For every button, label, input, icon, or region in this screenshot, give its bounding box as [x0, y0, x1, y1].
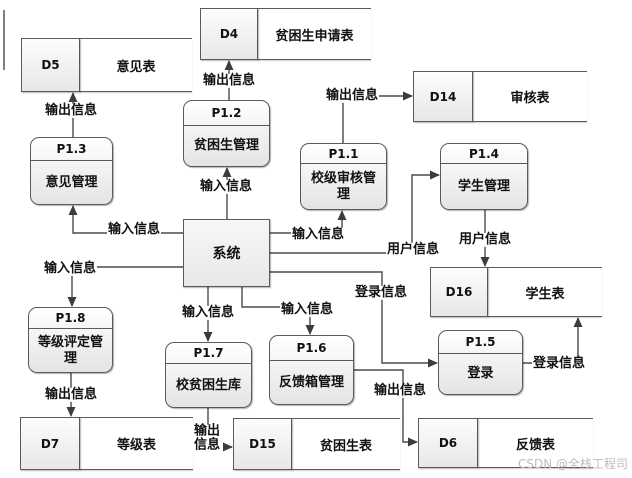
- data-store-id: D15: [233, 418, 292, 470]
- data-store-d4: D4 贫困生申请表: [200, 8, 371, 60]
- data-store-d5: D5 意见表: [21, 38, 192, 92]
- data-store-name: 贫困生申请表: [258, 8, 371, 60]
- flow-label-output-d15: 输出信息: [191, 424, 223, 454]
- process-name: 贫困生管理: [193, 138, 259, 154]
- process-name: 登录: [467, 366, 494, 382]
- data-store-d15: D15 贫困生表: [233, 418, 400, 470]
- process-p1-1: P1.1 校级审核管理: [300, 143, 387, 210]
- process-id: P1.2: [184, 101, 269, 126]
- process-id: P1.1: [301, 144, 386, 164]
- data-store-id: D16: [430, 267, 488, 317]
- process-p1-8: P1.8 等级评定管理: [28, 307, 113, 373]
- flow-label-input-p1-7: 输入信息: [180, 304, 236, 321]
- flow-label-input-p1-6: 输入信息: [279, 301, 335, 318]
- connector-p1-6-to-d6: [354, 369, 418, 447]
- process-p1-6: P1.6 反馈箱管理: [269, 335, 354, 405]
- process-name: 校级审核管理: [310, 171, 376, 202]
- process-p1-4: P1.4 学生管理: [440, 143, 528, 210]
- flow-label-output-d7: 输出信息: [43, 386, 99, 403]
- data-store-id: D5: [21, 38, 80, 92]
- flow-label-login-d16: 登录信息: [531, 355, 587, 372]
- process-name: 等级评定管理: [37, 335, 103, 366]
- process-id: P1.7: [166, 343, 251, 364]
- flow-label-output-d6: 输出信息: [372, 382, 428, 399]
- process-name: 学生管理: [457, 178, 510, 194]
- connector-system-to-p1-5: [270, 271, 438, 368]
- data-store-d14: D14 审核表: [413, 71, 587, 122]
- data-store-d6: D6 反馈表: [418, 418, 593, 468]
- data-store-d16: D16 学生表: [430, 267, 602, 317]
- connector-system-to-p1-6: [241, 287, 315, 335]
- flow-label-output-d5: 输出信息: [43, 102, 99, 119]
- flow-label-login-p1-5: 登录信息: [353, 284, 409, 301]
- data-store-id: D7: [20, 417, 80, 470]
- process-p1-2: P1.2 贫困生管理: [183, 100, 270, 167]
- data-store-id: D6: [418, 418, 478, 468]
- process-id: P1.5: [439, 331, 522, 354]
- process-p1-3: P1.3 意见管理: [30, 137, 113, 205]
- flow-label-user-p1-4: 用户信息: [385, 241, 441, 258]
- flow-label-input-p1-2: 输入信息: [198, 178, 254, 195]
- connector-system-to-p1-4: [270, 170, 440, 254]
- data-store-d7: D7 等级表: [20, 417, 193, 470]
- data-store-name: 贫困生表: [292, 418, 400, 470]
- data-store-name: 审核表: [473, 71, 587, 122]
- process-id: P1.8: [29, 308, 112, 329]
- process-name: 校贫困生库: [175, 377, 241, 393]
- process-p1-7: P1.7 校贫困生库: [165, 342, 252, 408]
- data-store-name: 等级表: [80, 417, 193, 470]
- flow-label-input-p1-1: 输入信息: [290, 226, 346, 243]
- flow-label-output-d4: 输出信息: [201, 72, 257, 89]
- flow-label-input-p1-8: 输入信息: [42, 260, 98, 277]
- csdn-watermark: CSDN @全栈工程司: [517, 457, 628, 471]
- process-id: P1.4: [441, 144, 527, 164]
- data-store-id: D14: [413, 71, 473, 122]
- process-name: 意见管理: [45, 174, 98, 190]
- flow-label-user-d16: 用户信息: [457, 231, 513, 248]
- data-store-name: 学生表: [488, 267, 602, 317]
- flow-label-input-p1-3: 输入信息: [106, 221, 162, 238]
- system-box: 系统: [183, 219, 270, 287]
- process-p1-5: P1.5 登录: [438, 330, 523, 395]
- process-id: P1.3: [31, 138, 112, 161]
- process-id: P1.6: [270, 336, 353, 361]
- data-store-id: D4: [200, 8, 258, 60]
- data-store-name: 意见表: [80, 38, 192, 92]
- process-name: 反馈箱管理: [278, 374, 344, 390]
- data-store-name: 反馈表: [478, 418, 593, 468]
- flow-label-output-d14: 输出信息: [324, 87, 380, 104]
